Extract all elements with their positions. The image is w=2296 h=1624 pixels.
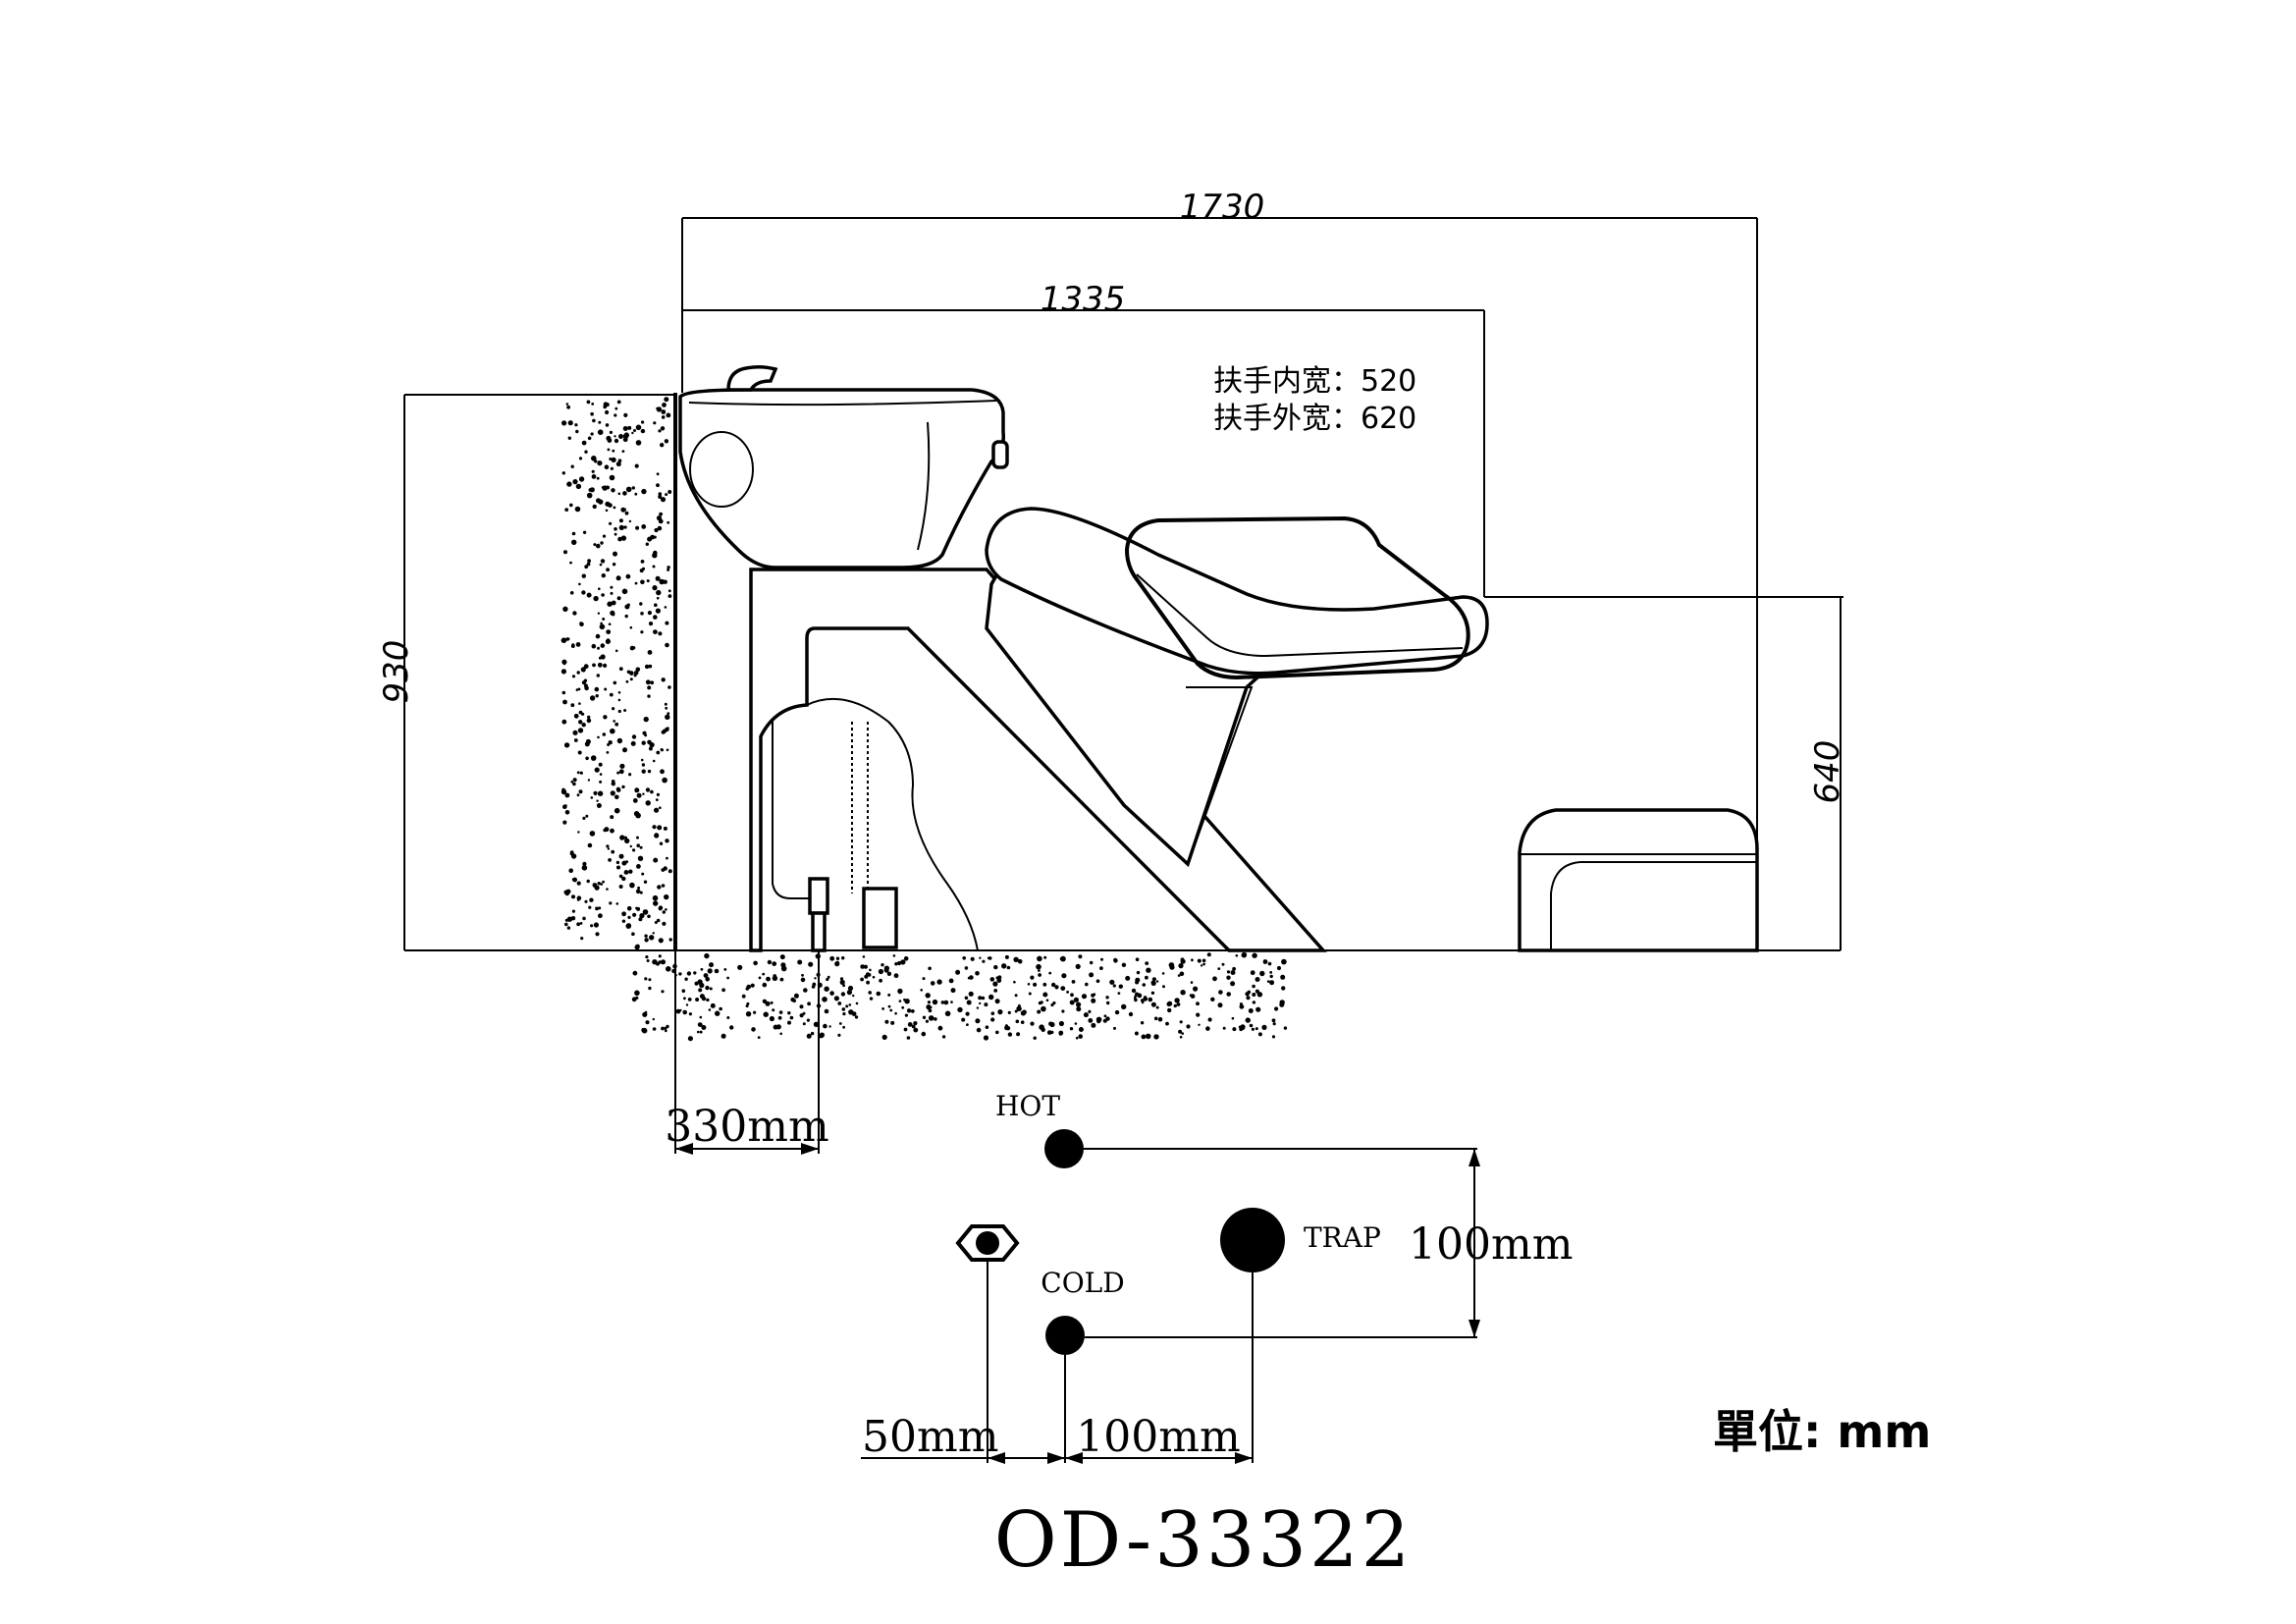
dimension-930-label: 930 [377,640,416,704]
drain-hose [851,722,869,893]
dimension-640: 640 [1484,596,1847,950]
chair-seat [985,507,1489,676]
dimension-640-label: 640 [1808,740,1847,804]
dimension-330mm-label: 330mm [665,1102,828,1152]
hot-label: HOT [995,1090,1060,1122]
dimension-100mm-vertical-label: 100mm [1409,1219,1573,1270]
drain-pipe [862,887,898,949]
dimension-930: 930 [377,394,675,950]
dimension-1730: 1730 [681,188,1758,950]
hot-water-point-icon [1044,1129,1084,1168]
cold-label: COLD [1041,1267,1124,1299]
footrest [1518,808,1759,952]
floor-concrete-texture [631,951,1288,1042]
dimension-1730-label: 1730 [1180,188,1265,227]
armrest-inner-width-note: 扶手内宽：520 [1213,364,1416,399]
wall-concrete-texture [561,397,672,950]
trap-point-icon [1220,1208,1285,1272]
chair-cushion [1124,515,1470,680]
dimension-1335: 1335 [682,280,1485,597]
shampoo-chair [678,364,1759,952]
trap-label: TRAP [1304,1221,1381,1254]
hex-nut-icon [955,1224,1020,1262]
water-hose [772,722,813,899]
unit-label: 單位: mm [1713,1405,1931,1458]
faucet-icon [726,364,778,392]
armrest-outer-width-note: 扶手外宽：620 [1213,402,1416,436]
dimension-330mm: 330mm [665,950,829,1155]
wash-basin [678,388,1005,569]
model-number: OD-33322 [994,1496,1413,1585]
cold-water-point-icon [1045,1316,1085,1355]
dimension-100mm-horizontal-label: 100mm [1076,1412,1240,1462]
dimension-50mm-label: 50mm [862,1412,998,1462]
dimension-1335-label: 1335 [1041,280,1126,319]
plumbing-layout: HOT COLD 100mm TRAP 50mm 100mm [861,1090,1573,1464]
